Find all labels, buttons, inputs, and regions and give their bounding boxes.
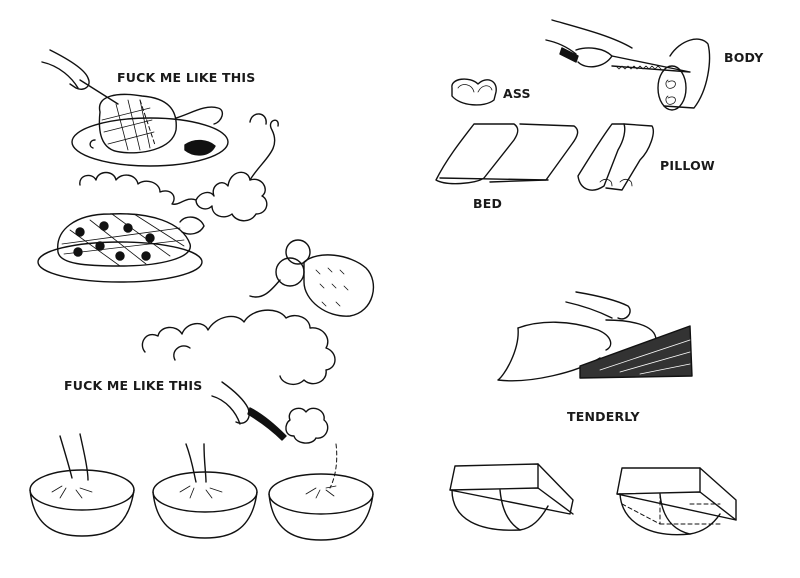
caption-bottom-left: FUCK ME LIKE THIS <box>64 378 203 393</box>
caption-top-left: FUCK ME LIKE THIS <box>117 70 256 85</box>
label-tenderly: TENDERLY <box>567 409 640 424</box>
carving-hand-illustration <box>41 49 119 105</box>
bed-pastry-illustration <box>435 123 579 185</box>
box-shape-left-illustration <box>449 463 574 531</box>
cloud-top-illustration <box>79 113 279 222</box>
body-roll-illustration <box>657 38 711 111</box>
cloud-middle-illustration <box>141 309 336 386</box>
label-pillow: PILLOW <box>660 158 715 173</box>
label-ass: ASS <box>503 86 531 101</box>
knife-hand-illustration <box>545 19 691 73</box>
pillow-pastry-illustration <box>577 123 654 191</box>
spoon-hand-illustration <box>211 381 338 489</box>
ass-palmier-illustration <box>451 78 497 106</box>
bowl-3-illustration <box>268 473 374 541</box>
kneading-hands-illustration <box>497 291 693 382</box>
ham-platter-illustration <box>37 213 205 283</box>
label-body: BODY <box>724 50 764 65</box>
label-bed: BED <box>473 196 503 211</box>
pear-cactus-illustration <box>249 239 375 317</box>
bowl-1-illustration <box>29 433 135 537</box>
roast-platter-illustration <box>71 93 229 167</box>
box-shape-right-illustration <box>616 467 737 536</box>
bowl-2-illustration <box>152 443 258 539</box>
